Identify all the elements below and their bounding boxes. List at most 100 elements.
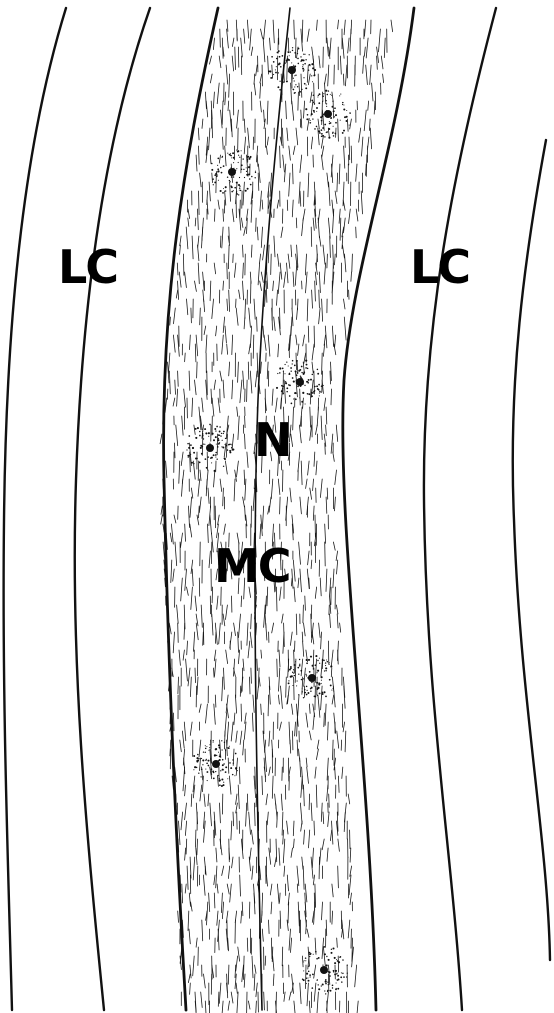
fiber-stroke (181, 533, 183, 548)
fiber-stroke (303, 866, 304, 889)
stipple-dot (199, 462, 201, 464)
fiber-stroke (209, 128, 210, 150)
stipple-dot (231, 186, 233, 188)
stipple-dot (314, 386, 316, 388)
fiber-stroke (236, 956, 238, 971)
stipple-dot (311, 100, 313, 102)
stipple-dot (317, 670, 319, 672)
stipple-dot (319, 391, 321, 393)
stipple-dot (325, 100, 327, 102)
stipple-dot (299, 659, 300, 660)
fiber-stroke (237, 992, 238, 1013)
stipple-dot (220, 167, 221, 168)
fiber-stroke (203, 632, 204, 645)
fiber-stroke (338, 776, 339, 793)
stipple-dot (217, 165, 218, 166)
fiber-stroke (365, 20, 366, 36)
stipple-dot (290, 367, 292, 369)
stipple-dot (229, 180, 230, 181)
stipple-dot (321, 133, 323, 135)
stipple-dot (205, 432, 207, 434)
stipple-dot (296, 360, 298, 362)
stipple-dot (297, 667, 299, 669)
fiber-stroke (198, 128, 199, 140)
fiber-stroke (306, 479, 308, 489)
fiber-stroke (209, 893, 210, 912)
fiber-stroke (244, 29, 245, 43)
fiber-stroke (251, 830, 253, 844)
stipple-dot (217, 158, 219, 160)
stipple-dot (213, 454, 215, 456)
stipple-dot (333, 971, 334, 972)
fiber-stroke (289, 767, 290, 775)
stipple-dot (202, 764, 203, 765)
fiber-stroke (280, 722, 282, 730)
fiber-stroke (302, 857, 303, 869)
fiber-stroke (323, 344, 324, 356)
stipple-dot (214, 181, 216, 183)
fiber-stroke (326, 425, 327, 436)
stipple-dot (330, 665, 332, 667)
fiber-stroke (356, 209, 358, 221)
fiber-stroke (336, 551, 338, 561)
stipple-dot (308, 971, 310, 973)
stipple-dot (301, 366, 303, 368)
fiber-stroke (227, 20, 228, 31)
stipple-dot (340, 976, 342, 978)
stipple-dot (316, 111, 317, 112)
fiber-stroke (232, 380, 233, 399)
stipple-dot (217, 170, 219, 172)
stipple-dot (221, 172, 223, 174)
fiber-stroke (257, 155, 258, 166)
stipple-dot (225, 766, 227, 768)
fiber-stroke (228, 866, 229, 879)
stipple-dot (276, 58, 278, 60)
fiber-stroke (243, 263, 244, 278)
stipple-dot (231, 176, 233, 178)
fiber-stroke (184, 623, 185, 639)
fiber-stroke (344, 299, 346, 309)
fiber-stroke (304, 785, 305, 806)
stipple-dot (196, 760, 198, 762)
fiber-stroke (244, 137, 245, 154)
fiber-stroke (180, 236, 181, 246)
stipple-dot (334, 957, 336, 959)
fiber-stroke (327, 173, 329, 187)
fiber-stroke (321, 803, 322, 822)
fiber-stroke (214, 380, 215, 390)
fiber-stroke (332, 695, 334, 704)
stipple-dot (322, 115, 324, 117)
stipple-dot (281, 390, 283, 392)
stipple-dot (239, 187, 241, 189)
fiber-stroke (287, 263, 289, 283)
stipple-dot (217, 174, 218, 175)
fiber-stroke (234, 479, 235, 501)
fiber-stroke (228, 101, 229, 111)
stipple-dot (325, 993, 326, 994)
stipple-dot (313, 102, 314, 103)
fiber-stroke (254, 893, 255, 914)
fiber-stroke (329, 794, 330, 807)
stipple-dot (315, 655, 317, 657)
fiber-stroke (347, 119, 348, 131)
stipple-dot (303, 961, 304, 962)
fiber-stroke (175, 542, 177, 566)
fiber-stroke (332, 884, 333, 897)
fiber-stroke (181, 812, 183, 830)
fiber-stroke (377, 56, 378, 69)
fiber-stroke (245, 416, 246, 428)
fiber-stroke (250, 848, 252, 860)
fiber-stroke (262, 929, 263, 941)
stipple-dot (212, 178, 214, 180)
stipple-dot (222, 759, 224, 761)
fiber-stroke (200, 470, 201, 481)
fiber-stroke (228, 1001, 229, 1010)
stipple-dot (228, 747, 230, 749)
stipple-dot (202, 759, 204, 761)
fiber-stroke (295, 659, 296, 683)
fiber-stroke (246, 803, 247, 826)
fiber-stroke (263, 38, 265, 62)
stipple-dot (293, 381, 295, 383)
stipple-dot (215, 748, 217, 750)
fiber-stroke (299, 83, 300, 96)
